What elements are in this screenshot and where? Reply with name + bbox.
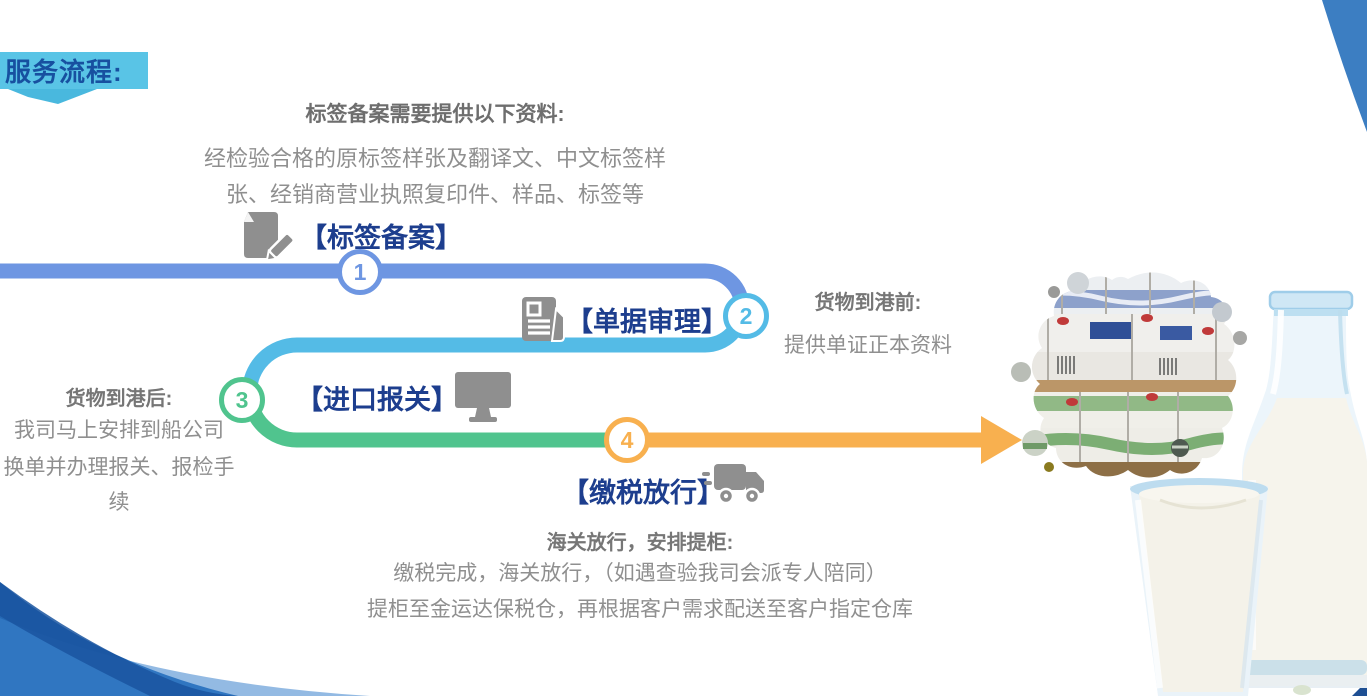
note-line: 换单并办理报关、报检手续 — [3, 456, 235, 514]
section-title-banner: 服务流程: — [0, 52, 148, 89]
bottom-left-swoosh-main — [0, 582, 238, 696]
note-heading: 海关放行，安排提柜: — [546, 532, 734, 554]
bottom-right-corner-chip — [1352, 681, 1367, 696]
note-heading: 货物到港后: — [65, 388, 173, 410]
milk-glass-photo — [1130, 478, 1268, 696]
banner-notch — [8, 89, 97, 104]
bottom-left-swoosh-dark — [0, 582, 238, 696]
step-1-number-badge: 1 — [337, 249, 383, 295]
step-4-number-badge: 4 — [604, 417, 650, 463]
note-heading: 货物到港前: — [814, 292, 922, 314]
bottom-left-swoosh-light — [0, 618, 370, 696]
truck-icon — [702, 464, 764, 505]
step-1-number: 1 — [353, 258, 367, 285]
newspaper-icon — [522, 297, 565, 342]
monitor-icon — [455, 372, 511, 422]
milk-bottle-photo — [1242, 290, 1367, 695]
label-filing-requirements-note: 标签备案需要提供以下资料: 经检验合格的原标签样张及翻译文、中文标签样 张、经销… — [185, 98, 685, 213]
top-right-corner-swoosh — [1322, 0, 1367, 132]
milk-cartons-photo — [1011, 272, 1247, 478]
step-3-label: 【进口报关】 — [296, 385, 458, 415]
step-2-number: 2 — [739, 302, 753, 329]
step-2-number-badge: 2 — [723, 293, 769, 339]
note-line: 经检验合格的原标签样张及翻译文、中文标签样 — [203, 146, 666, 171]
customs-release-note: 海关放行，安排提柜: 缴税完成，海关放行，（如遇查验我司会派专人陪同） 提柜至金… — [320, 526, 960, 627]
note-line: 提供单证正本资料 — [784, 334, 952, 357]
section-title: 服务流程: — [5, 57, 123, 87]
note-heading: 标签备案需要提供以下资料: — [305, 103, 565, 126]
step-3-number-badge: 3 — [219, 377, 265, 423]
step-3-number: 3 — [235, 386, 249, 413]
step-1-label: 【标签备案】 — [300, 223, 462, 253]
note-line: 缴税完成，海关放行，（如遇查验我司会派专人陪同） — [393, 562, 887, 585]
document-pen-icon — [244, 212, 294, 262]
step-4-number: 4 — [620, 426, 634, 453]
note-line: 张、经销商营业执照复印件、样品、标签等 — [225, 182, 644, 207]
before-arrival-note: 货物到港前: 提供单证正本资料 — [763, 286, 973, 363]
note-line: 我司马上安排到船公司 — [14, 419, 224, 442]
flow-arrow-head — [981, 416, 1022, 464]
step-4-label: 【缴税放行】 — [562, 478, 724, 508]
note-line: 提柜至金运达保税仓，再根据客户需求配送至客户指定仓库 — [367, 598, 913, 621]
splat-droplets — [1011, 272, 1247, 472]
after-arrival-note: 货物到港后: 我司马上安排到船公司 换单并办理报关、报检手续 — [0, 382, 238, 520]
step-2-label: 【单据审理】 — [566, 307, 728, 337]
